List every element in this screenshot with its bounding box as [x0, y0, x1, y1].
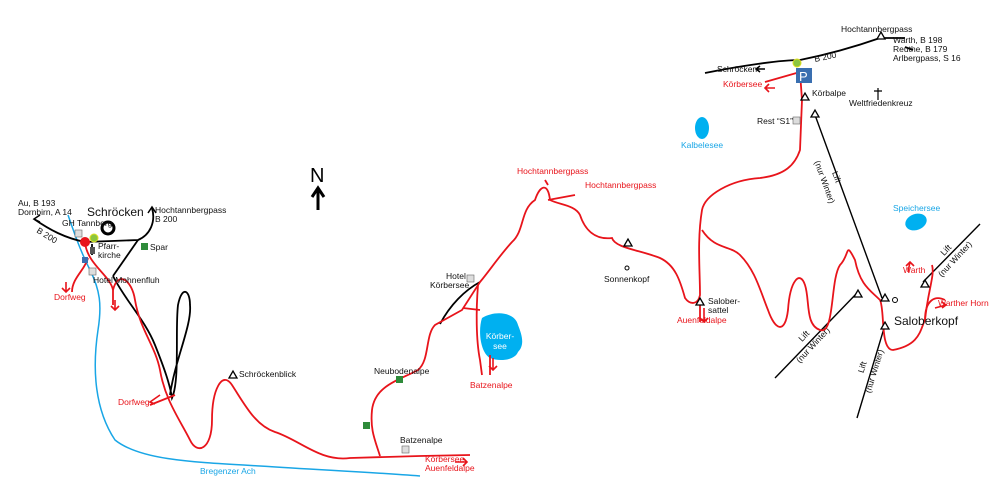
viewpoint-icon [892, 297, 898, 303]
route-label: Warth [903, 265, 926, 275]
rest-label: Rest “S1” [757, 116, 793, 126]
road-label: Schröcken [717, 64, 757, 74]
lake-speichersee [905, 213, 927, 231]
parking-label: P [799, 69, 808, 84]
lake-label-2: see [493, 341, 507, 351]
arrow-icon [32, 214, 41, 223]
hiking-routes [71, 71, 946, 460]
lift-note: (nur Winter) [794, 325, 832, 365]
restaurant-icons [74, 116, 801, 454]
peak-icons [227, 30, 931, 379]
destination-label: Warth, B 198 [893, 35, 943, 45]
cross-label: Weltfriedenkreuz [849, 98, 913, 108]
lake-kalbelesee [695, 117, 709, 139]
arrow-icon [147, 205, 157, 214]
town-label: Schröcken [87, 205, 144, 219]
route-label: Auenfeldalpe [677, 315, 727, 325]
hotel-label: Hotel Mohnenfluh [93, 275, 160, 285]
pass-label: Hochtannbergpass [841, 24, 912, 34]
parking-icon [796, 68, 812, 83]
start-point-icon [80, 237, 90, 247]
viewpoint-icon [624, 265, 630, 271]
route-label: Hochtannbergpass [517, 166, 588, 176]
route-label: Dorfweg [54, 292, 86, 302]
kalbelesee-label: Kalbelesee [681, 140, 723, 150]
route-label: Auenfeldalpe [425, 463, 475, 473]
lift-label: Lift [830, 170, 843, 185]
route-label: Körbersee [723, 79, 762, 89]
parking-icon [82, 257, 88, 263]
bus-stop-icon [89, 233, 99, 243]
hotel-label: Hotel [446, 271, 466, 281]
compass-n: N [310, 165, 324, 187]
batzenalpe-label: Batzenalpe [400, 435, 443, 445]
river-bregenzer-ach [67, 214, 421, 477]
peak-label: Körbalpe [812, 88, 846, 98]
hut-icons [141, 243, 403, 429]
destination-label: Arlbergpass, S 16 [893, 53, 961, 63]
speichersee-label: Speichersee [893, 203, 941, 213]
peak-label: Saloberkopf [894, 314, 959, 328]
lift-note: (nur Winter) [936, 239, 974, 279]
north-arrow-icon [310, 185, 326, 210]
roads [33, 37, 914, 402]
pass-label: Salober- [708, 296, 740, 306]
direction-arrows [61, 83, 948, 467]
church-icon [90, 247, 95, 254]
shop-label: Spar [150, 242, 168, 252]
cross-icon [874, 88, 882, 100]
road-number: B 200 [813, 49, 837, 63]
road-label: Dornbirn, A 14 [18, 207, 72, 217]
lake-label-1: Körber- [486, 331, 515, 341]
destination-label: Reuthe, B 179 [893, 44, 948, 54]
road-label: Hochtannbergpass [155, 205, 226, 215]
river-label: Bregenzer Ach [200, 466, 256, 476]
pass-label: sattel [708, 305, 728, 315]
town-circle-icon [100, 220, 116, 236]
route-label: Dorfweg [118, 397, 150, 407]
hut-label: Neubodenalpe [374, 366, 430, 376]
peak-label: Sonnenkopf [604, 274, 650, 284]
hotel-label: Körbersee [430, 280, 469, 290]
bus-stop-icon [792, 58, 802, 68]
lift-label: Lift [856, 360, 869, 374]
arrow-icon [754, 65, 765, 73]
church-label: Pfarr- [98, 241, 119, 251]
road-label: Au, B 193 [18, 198, 56, 208]
viewpoint-label: Schröckenblick [239, 369, 297, 379]
route-label: Hochtannbergpass [585, 180, 656, 190]
route-label: Batzenalpe [470, 380, 513, 390]
route-label: Körbersee [425, 454, 464, 464]
lift-note: (nur Winter) [863, 348, 886, 394]
gh-tannberg-label: GH Tannberg [62, 218, 113, 228]
lake-koerbersee [480, 313, 523, 360]
route-label: Warther Horn [938, 298, 989, 308]
road-label: B 200 [155, 214, 177, 224]
church-label: kirche [98, 250, 121, 260]
